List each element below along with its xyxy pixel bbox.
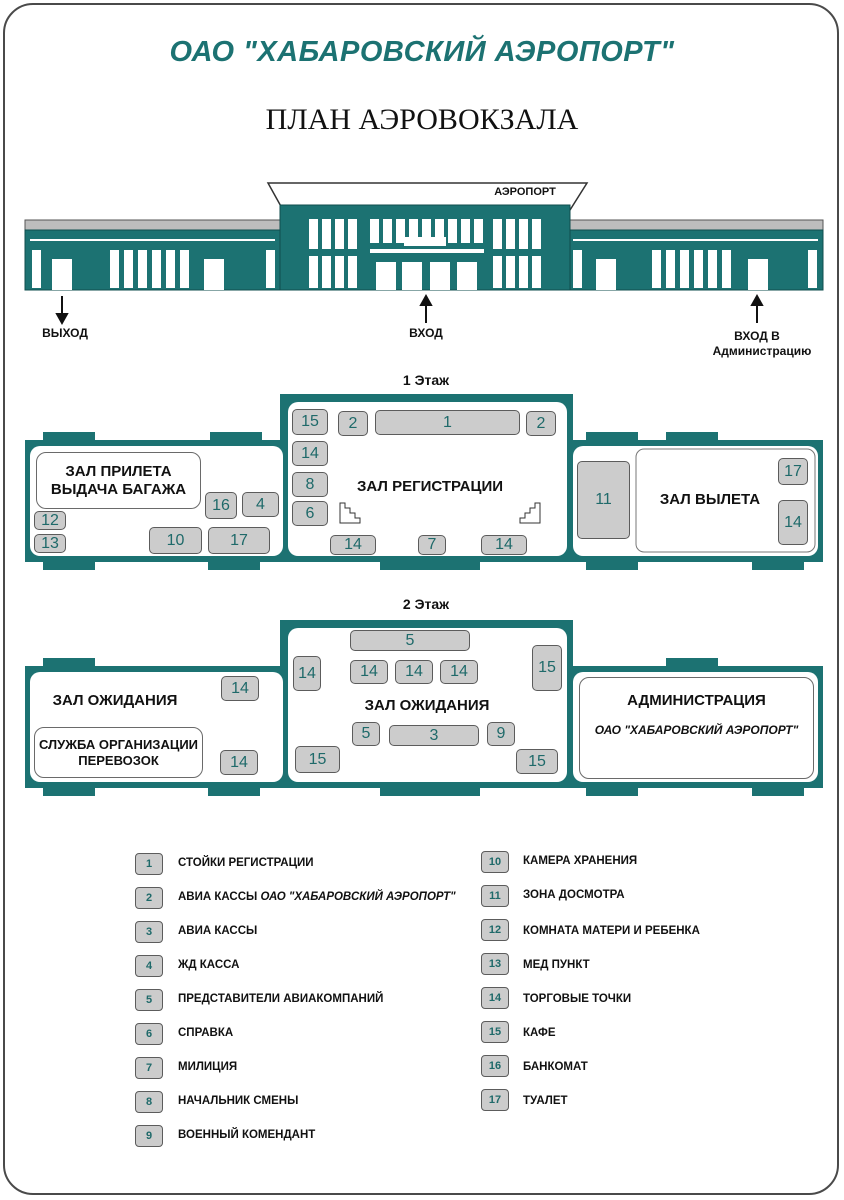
administration-office: АДМИНИСТРАЦИЯ ОАО "ХАБАРОВСКИЙ АЭРОПОРТ"	[579, 677, 814, 779]
legend-num: 3	[135, 921, 163, 943]
legend-num: 11	[481, 885, 509, 907]
arrival-hall-label-2: ВЫДАЧА БАГАЖА	[50, 480, 187, 498]
marker-13: 13	[34, 534, 66, 553]
legend-text: МЕД ПУНКТ	[523, 959, 590, 971]
legend-text-italic: ОАО "ХАБАРОВСКИЙ АЭРОПОРТ"	[260, 891, 456, 903]
legend-num: 8	[135, 1091, 163, 1113]
legend-num: 1	[135, 853, 163, 875]
service-office-label-1: СЛУЖБА ОРГАНИЗАЦИИ	[38, 736, 199, 752]
plan-title: ПЛАН АЭРОВОКЗАЛА	[265, 103, 579, 136]
legend-text: КАМЕРА ХРАНЕНИЯ	[523, 855, 638, 867]
marker-2: 2	[338, 411, 368, 436]
marker-14: 14	[440, 660, 478, 684]
legend-num: 5	[135, 989, 163, 1011]
marker-14: 14	[293, 656, 321, 691]
legend-text: ЗОНА ДОСМОТРА	[523, 889, 625, 901]
administration-company: ОАО "ХАБАРОВСКИЙ АЭРОПОРТ"	[594, 723, 799, 737]
entrance-arrow-icon	[419, 293, 433, 323]
legend-num: 13	[481, 953, 509, 975]
legend-text: ВОЕННЫЙ КОМЕНДАНТ	[178, 1129, 316, 1141]
exit-arrow-icon	[55, 296, 69, 326]
arrival-hall-label-1: ЗАЛ ПРИЛЕТА	[65, 462, 172, 480]
marker-6: 6	[292, 501, 328, 526]
legend-text: МИЛИЦИЯ	[178, 1061, 238, 1073]
marker-17: 17	[778, 458, 808, 485]
marker-8: 8	[292, 472, 328, 497]
airport-sign: АЭРОПОРТ	[494, 186, 556, 198]
legend-text: ТОРГОВЫЕ ТОЧКИ	[523, 993, 632, 1005]
legend-text: СПРАВКА	[178, 1027, 234, 1039]
legend-num: 6	[135, 1023, 163, 1045]
exit-label: ВЫХОД	[42, 326, 88, 340]
marker-14: 14	[292, 441, 328, 466]
registration-hall-label: ЗАЛ РЕГИСТРАЦИИ	[356, 478, 504, 495]
service-office-label-2: ПЕРЕВОЗОК	[78, 752, 159, 768]
facade-right-wing	[567, 219, 824, 291]
legend-text: ПРЕДСТАВИТЕЛИ АВИАКОМПАНИЙ	[178, 993, 384, 1005]
legend-num: 17	[481, 1089, 509, 1111]
legend-num: 15	[481, 1021, 509, 1043]
marker-14: 14	[350, 660, 388, 684]
marker-3: 3	[389, 725, 479, 746]
arrival-hall: ЗАЛ ПРИЛЕТА ВЫДАЧА БАГАЖА	[36, 452, 201, 509]
legend-text: АВИА КАССЫ ОАО "ХАБАРОВСКИЙ АЭРОПОРТ"	[178, 891, 456, 903]
waiting-hall-left-label: ЗАЛ ОЖИДАНИЯ	[52, 692, 178, 709]
administration-label: АДМИНИСТРАЦИЯ	[627, 692, 766, 709]
company-title: ОАО "ХАБАРОВСКИЙ АЭРОПОРТ"	[169, 36, 675, 68]
marker-15: 15	[295, 746, 340, 773]
facade-left-wing	[24, 219, 281, 291]
marker-12: 12	[34, 511, 66, 530]
marker-14: 14	[395, 660, 433, 684]
marker-15: 15	[292, 409, 328, 435]
departure-hall-label: ЗАЛ ВЫЛЕТА	[659, 491, 761, 508]
legend-text: ТУАЛЕТ	[523, 1095, 568, 1107]
legend-text: ЖД КАССА	[178, 959, 240, 971]
marker-15: 15	[532, 645, 562, 691]
marker-14: 14	[481, 535, 527, 555]
marker-10: 10	[149, 527, 202, 554]
floor2-title: 2 Этаж	[402, 596, 450, 612]
marker-1: 1	[375, 410, 520, 435]
marker-14: 14	[778, 500, 808, 545]
marker-14: 14	[221, 676, 259, 701]
legend-text: КОМНАТА МАТЕРИ И РЕБЕНКА	[523, 925, 700, 937]
marker-7: 7	[418, 535, 446, 555]
legend-num: 10	[481, 851, 509, 873]
legend-num: 4	[135, 955, 163, 977]
legend-text: СТОЙКИ РЕГИСТРАЦИИ	[178, 857, 314, 869]
marker-9: 9	[487, 722, 515, 746]
marker-17: 17	[208, 527, 270, 554]
admin-entrance-label-1: ВХОД В	[734, 329, 780, 343]
legend-text: КАФЕ	[523, 1027, 556, 1039]
legend-text: НАЧАЛЬНИК СМЕНЫ	[178, 1095, 299, 1107]
marker-15: 15	[516, 749, 558, 774]
legend-num: 7	[135, 1057, 163, 1079]
marker-5: 5	[352, 722, 380, 746]
waiting-hall-center-label: ЗАЛ ОЖИДАНИЯ	[364, 697, 490, 714]
facade-center-block	[266, 182, 589, 291]
marker-2: 2	[526, 411, 556, 436]
marker-14: 14	[220, 750, 258, 775]
legend-num: 14	[481, 987, 509, 1009]
marker-14: 14	[330, 535, 376, 555]
admin-entrance-arrow-icon	[750, 293, 764, 323]
legend-text-main: АВИА КАССЫ	[178, 891, 258, 903]
legend-text: АВИА КАССЫ	[178, 925, 258, 937]
floor1-title: 1 Этаж	[402, 372, 450, 388]
marker-4: 4	[242, 492, 279, 517]
marker-5: 5	[350, 630, 470, 651]
legend-text: БАНКОМАТ	[523, 1061, 588, 1073]
entrance-label: ВХОД	[409, 326, 443, 340]
legend-num: 16	[481, 1055, 509, 1077]
marker-11: 11	[577, 461, 630, 539]
admin-entrance-label-2: Администрацию	[712, 344, 812, 358]
legend-num: 12	[481, 919, 509, 941]
marker-16: 16	[205, 492, 237, 519]
legend-num: 2	[135, 887, 163, 909]
page-frame	[3, 3, 839, 1195]
legend-num: 9	[135, 1125, 163, 1147]
service-office: СЛУЖБА ОРГАНИЗАЦИИ ПЕРЕВОЗОК	[34, 727, 203, 778]
